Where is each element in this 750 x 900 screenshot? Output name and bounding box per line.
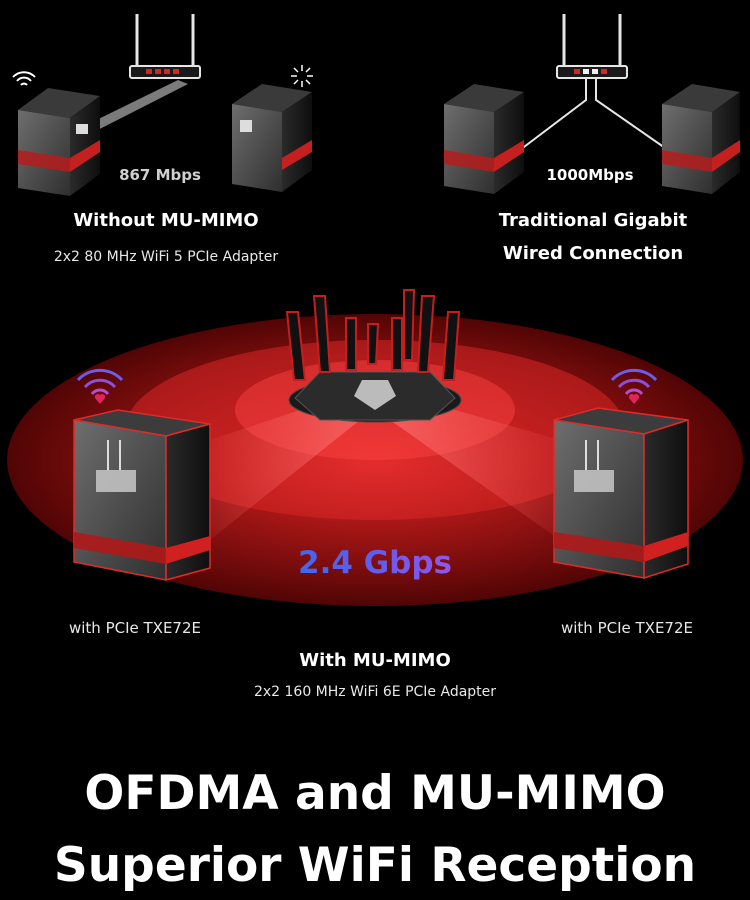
top-left-router bbox=[129, 14, 201, 79]
footer-title-line1: OFDMA and MU-MIMO bbox=[84, 766, 666, 821]
top-right-heading-line2: Wired Connection bbox=[502, 243, 684, 264]
sparkle-icon bbox=[291, 65, 313, 87]
center-pc-right bbox=[553, 407, 689, 580]
top-right-router bbox=[556, 14, 628, 79]
wifi-icon bbox=[12, 71, 36, 86]
top-left-pc-2 bbox=[232, 84, 312, 192]
top-right-heading-line1: Traditional Gigabit bbox=[498, 210, 688, 231]
center-pc-left bbox=[73, 409, 211, 581]
wifi-heart-icon-right bbox=[610, 368, 658, 404]
center-right-caption: with PCIe TXE72E bbox=[560, 619, 693, 637]
top-right-pc-right bbox=[662, 84, 740, 194]
top-right-speed: 1000Mbps bbox=[546, 166, 634, 184]
central-router bbox=[285, 289, 462, 423]
beam-left bbox=[210, 400, 360, 540]
center-heading: With MU-MIMO bbox=[299, 650, 451, 671]
top-left-speed: 867 Mbps bbox=[119, 166, 201, 184]
ethernet-cables bbox=[519, 78, 669, 151]
top-right-pc-left bbox=[444, 84, 524, 194]
center-speed: 2.4 Gbps bbox=[250, 545, 500, 581]
top-left-pc bbox=[18, 88, 100, 196]
top-left-heading: Without MU-MIMO bbox=[73, 210, 259, 231]
center-left-caption: with PCIe TXE72E bbox=[68, 619, 201, 637]
wired-link-band bbox=[72, 80, 188, 138]
top-left-subtitle: 2x2 80 MHz WiFi 5 PCIe Adapter bbox=[53, 249, 279, 265]
footer-title-line2: Superior WiFi Reception bbox=[53, 838, 697, 893]
wifi-heart-icon bbox=[76, 368, 124, 404]
center-subtitle: 2x2 160 MHz WiFi 6E PCIe Adapter bbox=[253, 684, 497, 700]
beam-right bbox=[390, 400, 560, 540]
